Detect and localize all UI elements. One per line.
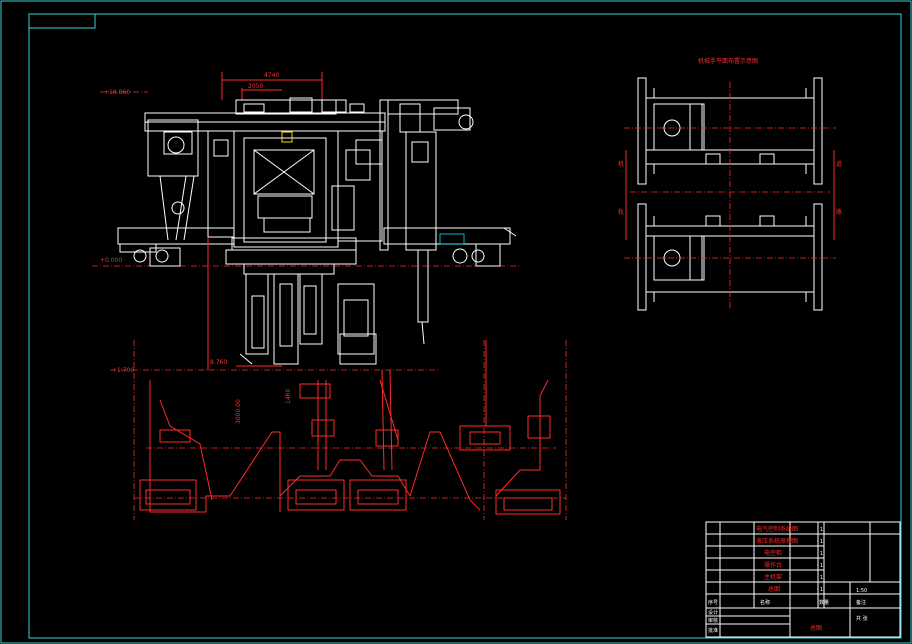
header-remark: 备注 bbox=[856, 599, 866, 606]
foundation-section bbox=[133, 340, 567, 520]
plan-label-3: 道 bbox=[836, 160, 842, 168]
parts-row-2-qty: 1 bbox=[820, 539, 823, 545]
parts-row-2-name: 液压系统原理图 bbox=[756, 537, 798, 545]
sheet-count: 共 张 bbox=[856, 615, 868, 622]
checker-label: 审核 bbox=[708, 617, 718, 624]
top-elevation-label: +18.860 bbox=[104, 89, 130, 96]
vertical-dimension-1: 1460 bbox=[285, 389, 292, 404]
plan-label-2: 轨 bbox=[618, 208, 624, 216]
header-name: 名称 bbox=[760, 599, 770, 606]
span-dimension: 8.760 bbox=[210, 359, 227, 366]
scale-value: 1:50 bbox=[856, 588, 867, 594]
parts-row-6-qty: 1 bbox=[820, 587, 823, 593]
parts-row-4-name: 操作台 bbox=[764, 561, 782, 569]
plan-label-1: 机 bbox=[618, 160, 624, 168]
inner-border bbox=[28, 13, 902, 639]
corner-tag-box bbox=[28, 13, 96, 29]
machine-elevation bbox=[92, 72, 520, 371]
parts-row-4-qty: 1 bbox=[820, 563, 823, 569]
drawing-name: 总图 bbox=[810, 624, 822, 632]
top-dimension-1: 4740 bbox=[264, 72, 279, 79]
plan-view bbox=[624, 77, 836, 311]
header-index: 序号 bbox=[708, 599, 718, 606]
plan-label-4: 路 bbox=[836, 208, 842, 216]
parts-row-3-name: 电控柜 bbox=[764, 549, 782, 557]
vertical-dimension-2: 3000.00 bbox=[235, 399, 242, 424]
plan-view-title: 机械手平面布置示意图 bbox=[698, 57, 758, 65]
top-dimension-2: 2050 bbox=[248, 83, 263, 90]
header-qty: 数量 bbox=[819, 599, 829, 606]
parts-row-5-name: 主机架 bbox=[764, 573, 782, 581]
parts-row-3-qty: 1 bbox=[820, 551, 823, 557]
designer-label: 设计 bbox=[708, 609, 718, 616]
approver-label: 批准 bbox=[708, 627, 718, 634]
ground-elevation-label: +0.000 bbox=[100, 257, 122, 264]
parts-row-6-name: 总图 bbox=[768, 585, 780, 593]
parts-row-1-qty: 1 bbox=[820, 527, 823, 533]
title-block bbox=[705, 521, 901, 638]
lower-elevation-label: +1.700 bbox=[112, 367, 134, 374]
parts-row-1-name: 电气控制系统图 bbox=[756, 525, 798, 533]
parts-row-5-qty: 1 bbox=[820, 575, 823, 581]
